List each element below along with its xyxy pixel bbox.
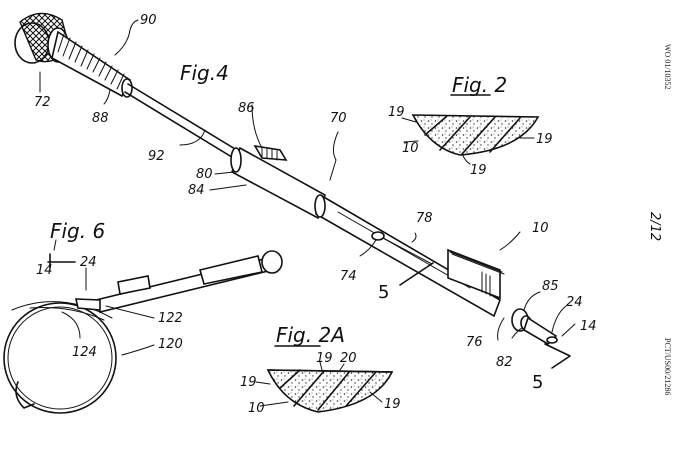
ref-label: 84 [188, 183, 205, 198]
ref-label: 122 [158, 311, 183, 326]
ref-label: 92 [148, 149, 165, 164]
ref-label: 10 [248, 401, 265, 416]
ref-label: 14 [36, 263, 53, 278]
ref-label: 19 [388, 105, 405, 120]
fig6-title: Fig. 6 [50, 219, 105, 243]
ref-label: 19 [316, 351, 333, 366]
ref-label: 90 [140, 13, 157, 28]
fig4-instrument [14, 12, 576, 369]
fig2-lens-section [401, 94, 540, 165]
ref-label: 88 [92, 111, 109, 126]
ref-label: 20 [340, 351, 357, 366]
ref-label: 10 [402, 141, 419, 156]
ref-label: 72 [34, 95, 51, 110]
ref-label: 76 [466, 335, 483, 350]
ref-label: 80 [196, 167, 213, 182]
ref-label: 24 [80, 255, 97, 270]
threaded-section-88 [51, 30, 133, 98]
ref-label: 19 [384, 397, 401, 412]
fig2a-title: Fig. 2A [276, 323, 345, 347]
ref-label: 85 [542, 279, 559, 294]
fig2-reference-labels: 19 10 19 19 [388, 105, 553, 178]
ref-label: 19 [470, 163, 487, 178]
fig2a-lens-section [255, 345, 394, 413]
fig4-reference-labels: 72 88 90 92 86 70 80 84 78 74 10 5 76 85… [34, 13, 597, 393]
ref-label: 14 [580, 319, 597, 334]
fig4-leaders [39, 19, 576, 341]
publication-number: WO 01/10352 [663, 44, 672, 90]
ref-label: 74 [340, 269, 357, 284]
ref-label: 19 [536, 132, 553, 147]
page-indicator: 2/12 [647, 212, 662, 242]
ref-label: 10 [532, 221, 549, 236]
section-label: 5 [378, 282, 389, 303]
fig6-reference-labels: 14 24 122 124 120 [36, 255, 183, 360]
ref-label: 24 [566, 295, 583, 310]
ref-label: 78 [416, 211, 433, 226]
fig2-title: Fig. 2 [452, 73, 507, 97]
ref-label: 124 [72, 345, 97, 360]
ref-label: 86 [238, 101, 255, 116]
fig2a-reference-labels: 19 20 19 10 19 [240, 351, 401, 416]
ref-label: 82 [496, 355, 513, 370]
ref-label: 19 [240, 375, 257, 390]
ref-label: 70 [330, 111, 347, 126]
section-label: 5 [532, 372, 543, 393]
fig4-title: Fig.4 [180, 61, 229, 85]
ref-label: 120 [158, 337, 183, 352]
application-number: PCT/US00/21286 [663, 338, 672, 396]
fig6-eye-procedure [3, 239, 283, 414]
